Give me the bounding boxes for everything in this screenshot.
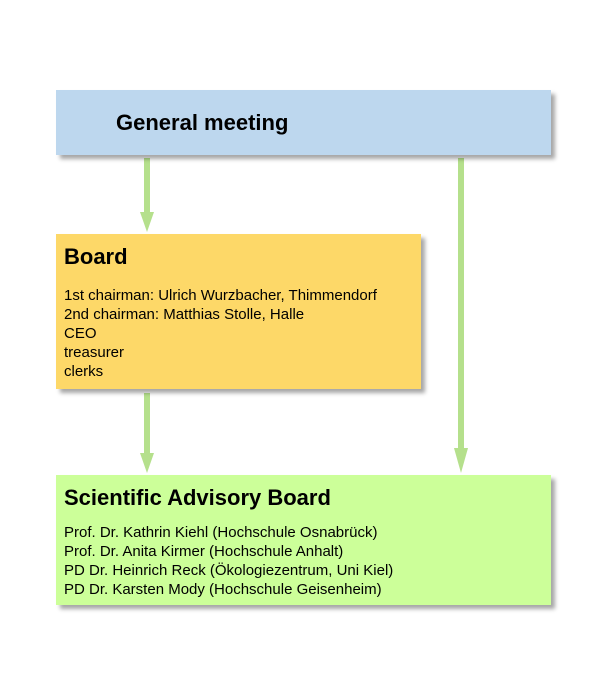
arrow-general-to-science	[454, 158, 468, 473]
scientific-advisory-board-title: Scientific Advisory Board	[64, 485, 331, 510]
board-line: 1st chairman: Ulrich Wurzbacher, Thimmen…	[64, 287, 377, 304]
general-meeting-box: General meeting	[56, 90, 551, 155]
board-line: clerks	[64, 363, 104, 380]
scientific-advisory-board-box: Scientific Advisory Board Prof. Dr. Kath…	[56, 475, 551, 605]
scientific-advisory-board-member-list: Prof. Dr. Kathrin Kiehl (Hochschule Osna…	[64, 523, 393, 599]
board-box: Board 1st chairman: Ulrich Wurzbacher, T…	[56, 234, 421, 389]
board-title: Board	[64, 244, 128, 269]
advisory-member-line: Prof. Dr. Anita Kirmer (Hochschule Anhal…	[64, 543, 344, 560]
board-line: CEO	[64, 325, 97, 342]
arrow-board-to-science	[140, 393, 154, 473]
advisory-member-line: PD Dr. Karsten Mody (Hochschule Geisenhe…	[64, 581, 382, 598]
arrow-general-to-board	[140, 158, 154, 232]
advisory-member-line: Prof. Dr. Kathrin Kiehl (Hochschule Osna…	[64, 524, 378, 541]
advisory-member-line: PD Dr. Heinrich Reck (Ökologiezentrum, U…	[64, 562, 394, 579]
board-line: treasurer	[64, 344, 125, 361]
board-member-list: 1st chairman: Ulrich Wurzbacher, Thimmen…	[64, 286, 377, 381]
general-meeting-title: General meeting	[116, 110, 289, 135]
board-line: 2nd chairman: Matthias Stolle, Halle	[64, 306, 305, 323]
